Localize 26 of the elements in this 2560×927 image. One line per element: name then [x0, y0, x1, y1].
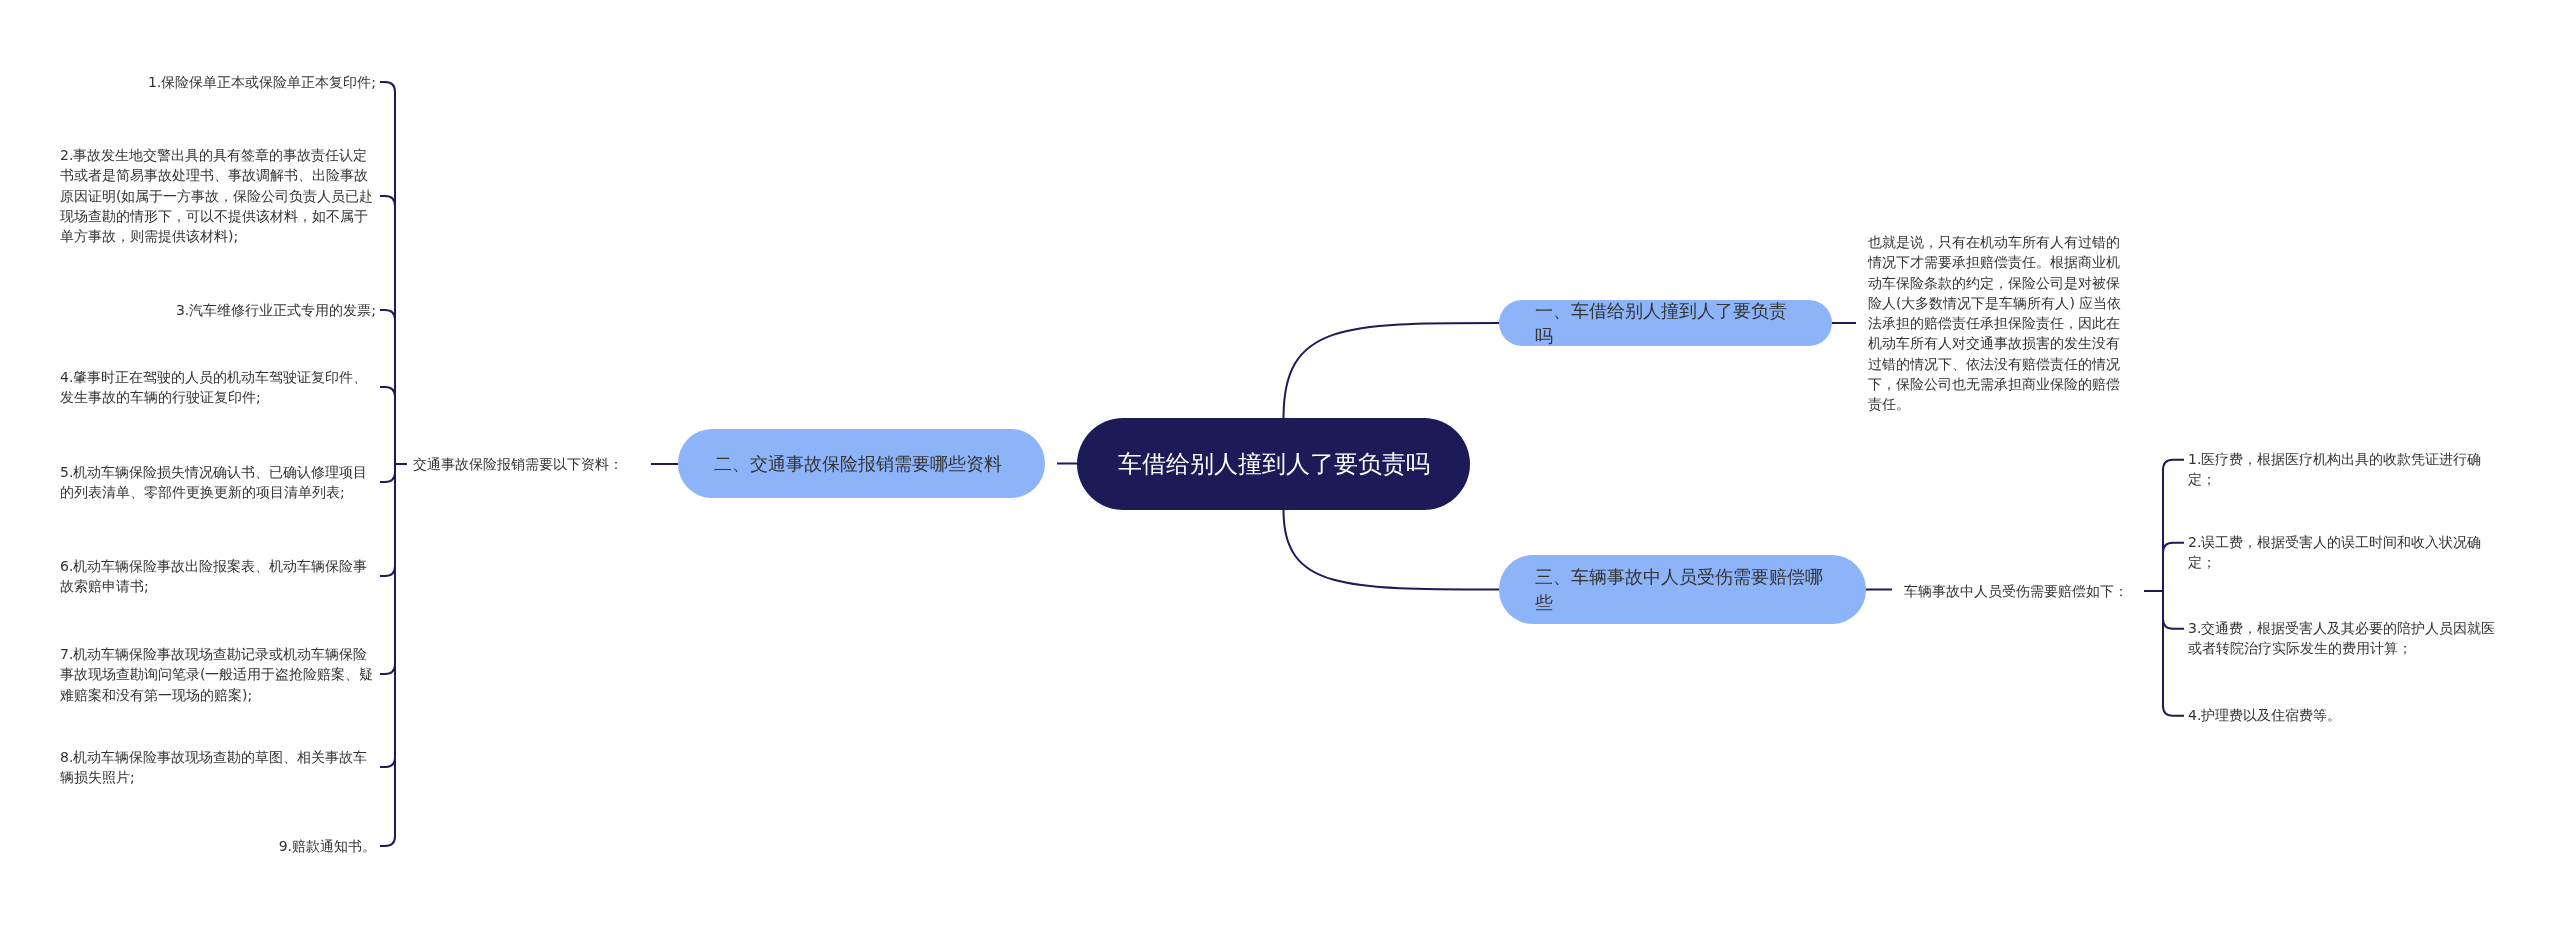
- topic-text: 2.事故发生地交警出具的具有签章的事故责任认定书或者是简易事故处理书、事故调解书、出险事故原因证明(如属于一方事故，保险公司负责人员已赴现场查勘的情形下，可以不提供该材料，如不属于单方事故，则需提供该材料);: [60, 145, 376, 247]
- topic-text: 8.机动车辆保险事故现场查勘的草图、相关事故车辆损失照片;: [60, 746, 376, 788]
- topic-text: 交通事故保险报销需要以下资料：: [413, 453, 639, 475]
- topic-text: 3.汽车维修行业正式专用的发票;: [60, 299, 376, 321]
- topic-text: 4.肇事时正在驾驶的人员的机动车驾驶证复印件、发生事故的车辆的行驶证复印件;: [60, 366, 376, 408]
- topic-text: 7.机动车辆保险事故现场查勘记录或机动车辆保险事故现场查勘询问笔录(一般适用于盗抢险赔案、疑难赔案和没有第一现场的赔案);: [60, 643, 376, 705]
- topic-text: 2.误工费，根据受害人的误工时间和收入状况确定；: [2188, 531, 2498, 573]
- connector-line: [1056, 462, 1078, 465]
- topic-text: 也就是说，只有在机动车所有人有过错的情况下才需要承担赔偿责任。根据商业机动车保险条款的约定，保险公司是对被保险人(大多数情况下是车辆所有人) 应当依法承担的赔偿责任承担保险责任，因此在机动车所有人对交通事故损害的发生没有过错的情况下、依法没有赔偿责任的情况下，保险公司也无需承担商业保险的赔偿责任。: [1868, 231, 2130, 415]
- branch-topic: 三、车辆事故中人员受伤需要赔偿哪些: [1499, 555, 1866, 624]
- connector-line: [1282, 322, 1500, 419]
- topic-text: 5.机动车辆保险损失情况确认书、已确认修理项目的列表清单、零部件更换更新的项目清单列表;: [60, 461, 376, 503]
- topic-text: 9.赔款通知书。: [60, 835, 376, 857]
- topic-text: 3.交通费，根据受害人及其必要的陪护人员因就医或者转院治疗实际发生的费用计算；: [2188, 617, 2498, 659]
- branch-topic: 一、车借给别人撞到人了要负责吗: [1499, 300, 1832, 346]
- topic-text: 车辆事故中人员受伤需要赔偿如下：: [1904, 580, 2134, 602]
- central-topic: 车借给别人撞到人了要负责吗: [1077, 418, 1470, 510]
- topic-text: 1.保险保单正本或保险单正本复印件;: [60, 71, 376, 93]
- branch-topic: 二、交通事故保险报销需要哪些资料: [678, 429, 1045, 498]
- connector-line: [650, 463, 679, 465]
- connector-line: [1831, 322, 1857, 324]
- topic-text: 4.护理费以及住宿费等。: [2188, 704, 2498, 726]
- topic-text: 1.医疗费，根据医疗机构出具的收款凭证进行确定；: [2188, 448, 2498, 490]
- connector-line: [1282, 509, 1500, 591]
- topic-text: 6.机动车辆保险事故出险报案表、机动车辆保险事故索赔申请书;: [60, 555, 376, 597]
- connector-line: [1865, 588, 1893, 591]
